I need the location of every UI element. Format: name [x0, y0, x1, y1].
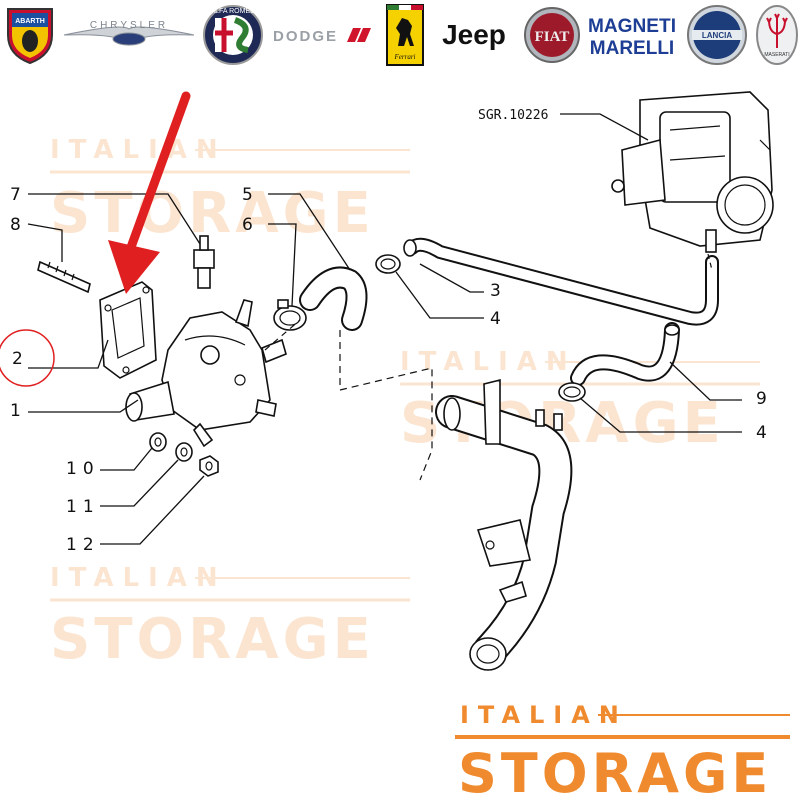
- magneti-marelli-label: MAGNETI: [588, 16, 676, 37]
- chrysler-wings-icon: CHRYSLER: [63, 20, 195, 46]
- hose-9: [570, 322, 680, 386]
- hose-3: [403, 237, 719, 326]
- lancia-logo: LANCIA: [684, 4, 750, 66]
- nut-12: [199, 455, 219, 477]
- callout-1: 1: [10, 401, 21, 421]
- jeep-logo: Jeep: [430, 4, 518, 66]
- lancia-badge-icon: LANCIA: [687, 5, 747, 65]
- watermark-storage-text: STORAGE: [458, 742, 772, 800]
- jeep-label: Jeep: [442, 19, 506, 50]
- magneti-marelli-wordmark: MAGNETI MARELLI: [588, 16, 676, 59]
- watermark-brand: ITALIAN STORAGE: [455, 701, 790, 800]
- thermostat-housing: [125, 299, 287, 448]
- alfa-romeo-logo: ALFA ROMEO: [200, 4, 266, 66]
- temperature-sensor: [193, 235, 215, 289]
- callout-7: 7: [10, 185, 21, 205]
- watermark-top: ITALIAN STORAGE: [50, 135, 410, 246]
- ferrari-horse-icon: Ferrari: [386, 4, 424, 66]
- stud-bolt: [37, 260, 91, 294]
- jeep-wordmark: Jeep: [442, 19, 506, 50]
- ferrari-label: Ferrari: [394, 53, 416, 61]
- callout-2: 2: [12, 349, 23, 369]
- alfa-romeo-label: ALFA ROMEO: [210, 8, 256, 15]
- abarth-label: ABARTH: [15, 18, 45, 25]
- gasket: [99, 281, 157, 379]
- clamp-4-lower: [558, 382, 586, 402]
- ferrari-logo: Ferrari: [384, 4, 426, 66]
- abarth-shield-icon: ABARTH: [7, 8, 53, 65]
- callout-6: 6: [242, 215, 253, 235]
- callout-9: 9: [756, 389, 767, 409]
- watermark-italian-text: ITALIAN: [50, 563, 227, 593]
- parts-diagram: ITALIAN STORAGE ITALIAN STORAGE ITALIAN …: [0, 91, 790, 800]
- part-code-label: SGR.10226: [478, 108, 548, 123]
- washer-10: [149, 432, 167, 452]
- maserati-label: MASERATI: [764, 52, 789, 58]
- callout-4-lower: 4: [756, 423, 767, 443]
- maserati-trident-icon: MASERATI: [756, 5, 798, 65]
- callout-8: 8: [10, 215, 21, 235]
- assembly-dashed-lines: [264, 253, 713, 481]
- dodge-label: DODGE: [273, 28, 338, 45]
- watermark-italian-text: ITALIAN: [400, 347, 577, 377]
- callout-5: 5: [242, 185, 253, 205]
- watermark-storage-text: STORAGE: [50, 607, 375, 672]
- throttle-body: [611, 91, 774, 253]
- lancia-label: LANCIA: [702, 31, 732, 40]
- watermark-storage-text: STORAGE: [50, 181, 375, 246]
- clamp-4-upper: [375, 254, 401, 274]
- dodge-stripes-icon: DODGE: [273, 28, 371, 45]
- alfa-romeo-badge-icon: ALFA ROMEO: [203, 5, 263, 65]
- callout-10: 10: [66, 459, 100, 479]
- watermark-italian-text: ITALIAN: [460, 701, 628, 729]
- brand-logo-bar: ABARTH CHRYSLER ALFA ROMEO DODGE: [0, 0, 800, 70]
- watermark-lower: ITALIAN STORAGE: [50, 563, 410, 672]
- callout-3: 3: [490, 281, 501, 301]
- magneti-marelli-logo: MAGNETI MARELLI: [586, 4, 678, 66]
- dodge-logo: DODGE: [268, 4, 378, 66]
- highlight-circle: [0, 329, 55, 387]
- watermark-italian-text: ITALIAN: [50, 135, 227, 165]
- maserati-logo: MASERATI: [754, 4, 800, 66]
- chrysler-label: CHRYSLER: [90, 20, 168, 31]
- fiat-logo: FIAT: [522, 4, 582, 66]
- chrysler-logo: CHRYSLER: [62, 4, 196, 66]
- callout-4-upper: 4: [490, 309, 501, 329]
- coolant-pipe: [435, 378, 573, 671]
- fiat-badge-icon: FIAT: [524, 7, 580, 63]
- hose-5: [299, 266, 368, 331]
- svg-text:MARELLI: MARELLI: [590, 38, 674, 59]
- red-arrow-icon: [108, 91, 191, 294]
- clamp-6: [273, 299, 307, 331]
- abarth-logo: ABARTH: [2, 4, 58, 66]
- leader-lines: [27, 113, 742, 545]
- lock-washer-11: [175, 442, 193, 462]
- callout-12: 12: [66, 535, 100, 555]
- callout-11: 11: [66, 497, 100, 517]
- fiat-label: FIAT: [535, 29, 570, 45]
